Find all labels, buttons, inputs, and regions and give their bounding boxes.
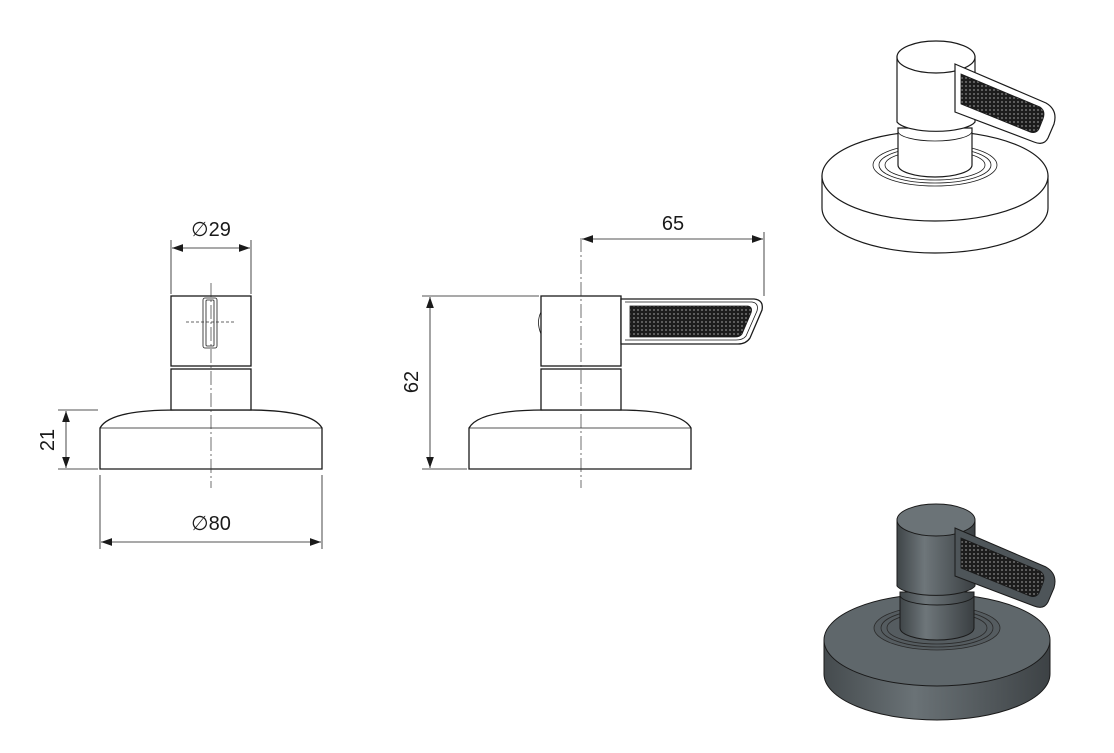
side-lever-grip (629, 305, 752, 338)
light-lever-grip (960, 73, 1045, 133)
dim-lever-length: 65 (662, 213, 684, 235)
light-stem (897, 127, 973, 178)
front-slot (202, 297, 218, 349)
dark-stem (899, 591, 975, 641)
dim-top-diameter: ∅29 (191, 219, 231, 241)
front-view: ∅29 21 ∅80 (37, 219, 323, 549)
render-light (821, 40, 1056, 254)
side-view: 65 62 (401, 213, 765, 488)
side-base (468, 409, 692, 470)
render-dark (823, 503, 1056, 721)
dark-lever-grip (960, 537, 1045, 597)
dim-base-height: 21 (37, 429, 59, 451)
dim-total-height: 62 (401, 371, 423, 393)
dim-base-diameter: ∅80 (191, 513, 231, 535)
